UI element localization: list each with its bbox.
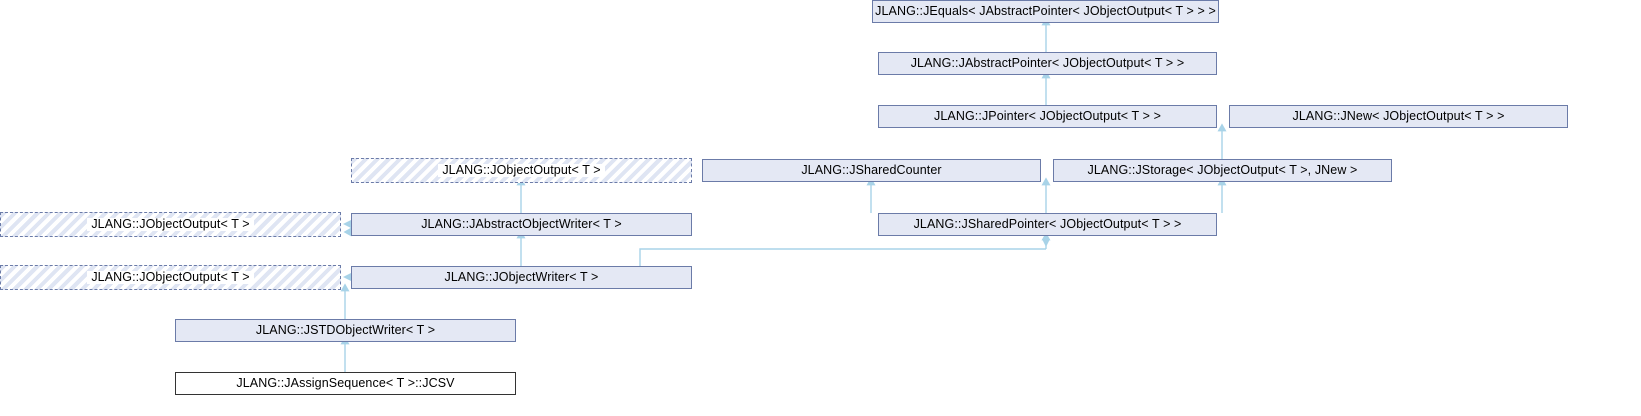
node-jequals-jabstractpointer-jobjectoutput[interactable]: JLANG::JEquals< JAbstractPointer< JObjec…: [872, 0, 1219, 23]
arrow-abstractobjectwriter-left: [343, 220, 351, 228]
node-jassignsequence-jcsv[interactable]: JLANG::JAssignSequence< T >::JCSV: [175, 372, 516, 395]
node-jstdobjectwriter[interactable]: JLANG::JSTDObjectWriter< T >: [175, 319, 516, 342]
node-label: JLANG::JAbstractPointer< JObjectOutput< …: [910, 56, 1185, 71]
node-jabstractobjectwriter[interactable]: JLANG::JAbstractObjectWriter< T >: [351, 213, 692, 236]
node-jabstractpointer-jobjectoutput[interactable]: JLANG::JAbstractPointer< JObjectOutput< …: [878, 52, 1217, 75]
node-label: JLANG::JObjectOutput< T >: [87, 218, 254, 231]
node-label: JLANG::JSharedCounter: [801, 163, 942, 178]
node-jobjectoutput-elided-row5[interactable]: JLANG::JObjectOutput< T >: [0, 212, 341, 237]
node-label: JLANG::JStorage< JObjectOutput< T >, JNe…: [1087, 163, 1358, 178]
node-jstorage-jobjectoutput-jnew[interactable]: JLANG::JStorage< JObjectOutput< T >, JNe…: [1053, 159, 1392, 182]
arrow-objectwriter-to-sharedpointer: [1042, 239, 1050, 247]
node-jsharedcounter[interactable]: JLANG::JSharedCounter: [702, 159, 1041, 182]
node-label: JLANG::JSTDObjectWriter< T >: [255, 323, 436, 338]
node-label: JLANG::JAbstractObjectWriter< T >: [421, 217, 622, 232]
arrow-objectwriter-left: [343, 273, 351, 281]
node-label: JLANG::JSharedPointer< JObjectOutput< T …: [913, 217, 1182, 232]
node-jobjectoutput-elided-row6[interactable]: JLANG::JObjectOutput< T >: [0, 265, 341, 290]
node-label: JLANG::JAssignSequence< T >::JCSV: [236, 376, 455, 391]
node-jnew-jobjectoutput[interactable]: JLANG::JNew< JObjectOutput< T > >: [1229, 105, 1568, 128]
node-jsharedpointer-jobjectoutput[interactable]: JLANG::JSharedPointer< JObjectOutput< T …: [878, 213, 1217, 236]
node-label: JLANG::JNew< JObjectOutput< T > >: [1292, 109, 1505, 124]
node-label: JLANG::JPointer< JObjectOutput< T > >: [934, 109, 1161, 124]
node-label: JLANG::JEquals< JAbstractPointer< JObjec…: [875, 4, 1216, 19]
edge-objectwriter-to-sharedpointer: [639, 248, 1046, 266]
node-label: JLANG::JObjectOutput< T >: [87, 271, 254, 284]
node-label: JLANG::JObjectOutput< T >: [438, 164, 605, 177]
node-label: JLANG::JObjectWriter< T >: [444, 270, 599, 285]
node-jpointer-jobjectoutput[interactable]: JLANG::JPointer< JObjectOutput< T > >: [878, 105, 1217, 128]
node-jobjectoutput-elided-row4[interactable]: JLANG::JObjectOutput< T >: [351, 158, 692, 183]
node-jobjectwriter[interactable]: JLANG::JObjectWriter< T >: [351, 266, 692, 289]
